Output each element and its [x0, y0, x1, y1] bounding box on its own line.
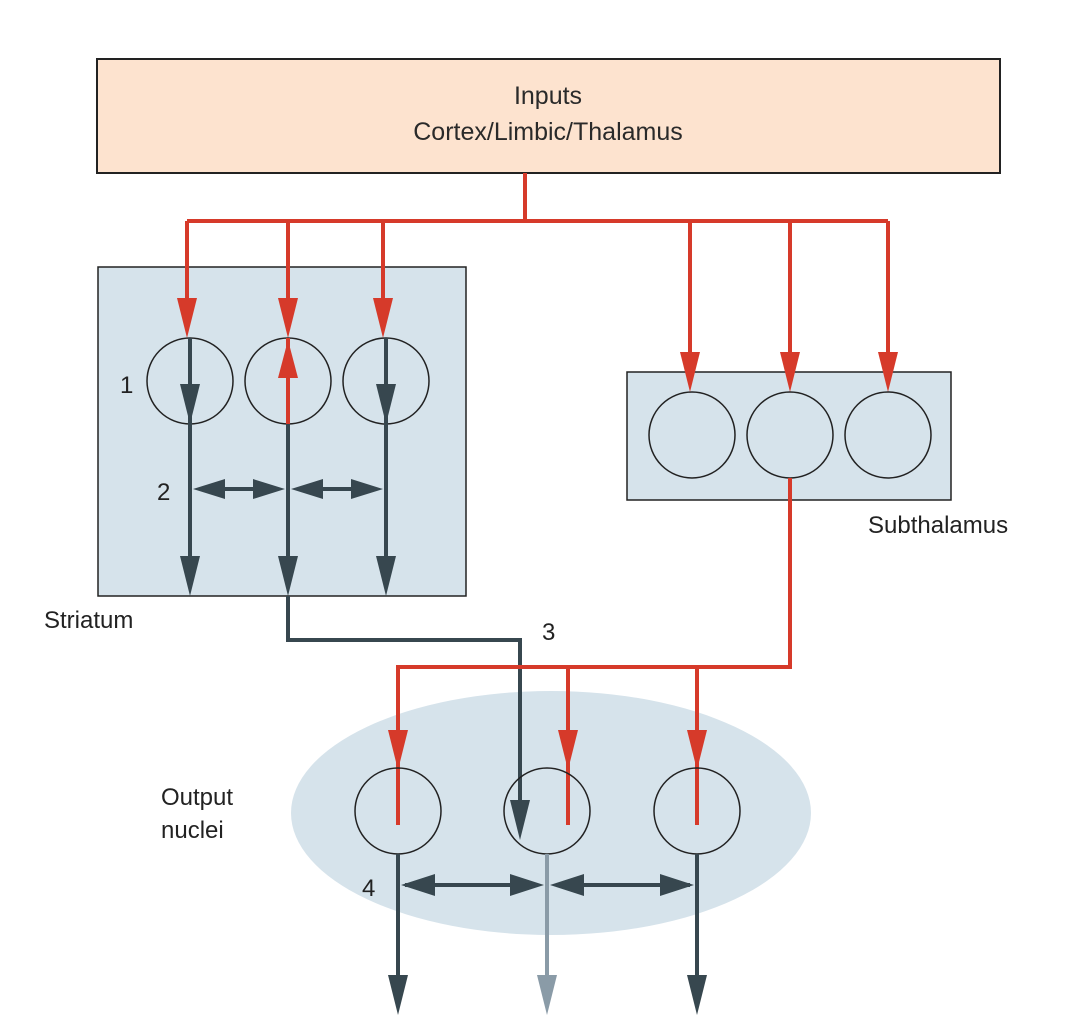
- arrowhead: [373, 298, 393, 338]
- step-label-3: 3: [542, 619, 555, 646]
- input-projections: [185, 173, 890, 360]
- arrowhead: [510, 874, 544, 896]
- arrowhead: [687, 975, 707, 1015]
- output-nuclei-label-line1: Output: [161, 784, 233, 811]
- arrowhead: [351, 479, 383, 499]
- arrowhead: [193, 479, 225, 499]
- striatum-arrowheads: [180, 384, 396, 596]
- input-arrowheads: [177, 298, 898, 392]
- upward-arrowhead: [278, 340, 298, 378]
- arrowhead: [680, 352, 700, 392]
- arrowhead: [388, 730, 408, 770]
- inputs-subtitle: Cortex/Limbic/Thalamus: [413, 118, 683, 146]
- arrowhead: [177, 298, 197, 338]
- arrowhead: [780, 352, 800, 392]
- arrowhead: [388, 975, 408, 1015]
- arrowhead: [401, 874, 435, 896]
- arrowhead: [687, 730, 707, 770]
- subthalamus-neuron-1: [648, 391, 736, 479]
- step-label-4: 4: [362, 875, 375, 902]
- arrowhead: [180, 384, 200, 424]
- arrowhead: [558, 730, 578, 770]
- arrowhead: [510, 800, 530, 840]
- striatum-region: [97, 266, 467, 597]
- subthalamus-label: Subthalamus: [868, 512, 1008, 539]
- inputs-title: Inputs: [514, 82, 582, 110]
- arrowhead: [376, 556, 396, 596]
- subthalamus-neurons: [648, 391, 932, 479]
- subthalamus-output-arrowheads: [388, 730, 707, 770]
- output-nuclei-label-line2: nuclei: [161, 817, 224, 844]
- arrowhead: [253, 479, 285, 499]
- inputs-box: Inputs Cortex/Limbic/Thalamus: [96, 58, 1001, 174]
- step-label-1: 1: [120, 372, 133, 399]
- output-arrowheads: [388, 874, 707, 1015]
- subthalamus-neuron-3: [844, 391, 932, 479]
- output-nuclei-region: [291, 691, 811, 935]
- arrowhead: [291, 479, 323, 499]
- arrowhead: [550, 874, 584, 896]
- striatum-label: Striatum: [44, 607, 133, 634]
- arrowhead: [376, 384, 396, 424]
- arrowhead: [660, 874, 694, 896]
- arrowhead: [278, 298, 298, 338]
- step-label-2: 2: [157, 479, 170, 506]
- striatum-output-path: [286, 596, 522, 825]
- arrowhead: [537, 975, 557, 1015]
- arrowhead: [278, 556, 298, 596]
- arrowhead: [878, 352, 898, 392]
- arrowhead: [180, 556, 200, 596]
